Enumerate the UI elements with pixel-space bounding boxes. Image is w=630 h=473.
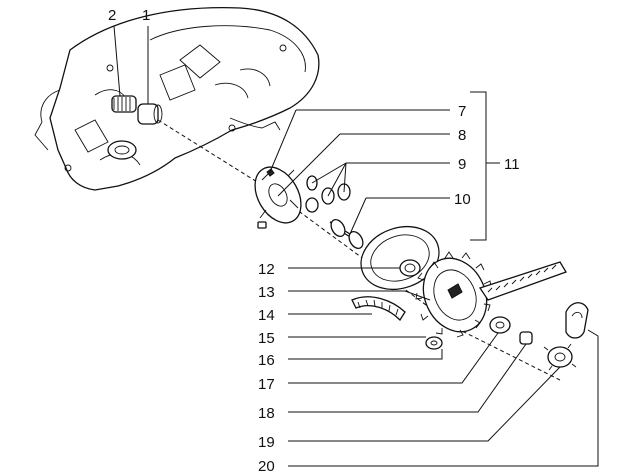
callout-14: 14 (258, 307, 275, 324)
callout-20: 20 (258, 458, 275, 473)
inner-sleeve (329, 218, 364, 250)
small-drive-gear (489, 316, 511, 334)
crankcase-housing (34, 6, 320, 191)
callout-12: 12 (258, 261, 275, 278)
roller-weights (305, 175, 351, 213)
callout-9: 9 (458, 156, 466, 173)
spring-clip (565, 302, 589, 339)
callout-16: 16 (258, 352, 275, 369)
belt-segment (351, 296, 406, 322)
drive-nut-gear (543, 343, 577, 371)
callout-10: 10 (454, 191, 471, 208)
callout-13: 13 (258, 284, 275, 301)
fixed-drive-half (254, 166, 302, 224)
bushing (519, 331, 533, 345)
callout-15: 15 (258, 330, 275, 347)
callout-8: 8 (458, 127, 466, 144)
callout-1: 1 (142, 7, 150, 24)
callout-2: 2 (108, 7, 116, 24)
leader-lines (113, 25, 599, 467)
washer (425, 336, 443, 350)
callout-11: 11 (504, 156, 520, 173)
drive-belt (478, 261, 567, 301)
callout-7: 7 (458, 103, 466, 120)
callout-17: 17 (258, 376, 275, 393)
callout-18: 18 (258, 405, 275, 422)
small-nut (257, 221, 267, 229)
assembly-axis-line (157, 119, 561, 381)
callout-19: 19 (258, 434, 275, 451)
ramp-plate (415, 251, 492, 338)
